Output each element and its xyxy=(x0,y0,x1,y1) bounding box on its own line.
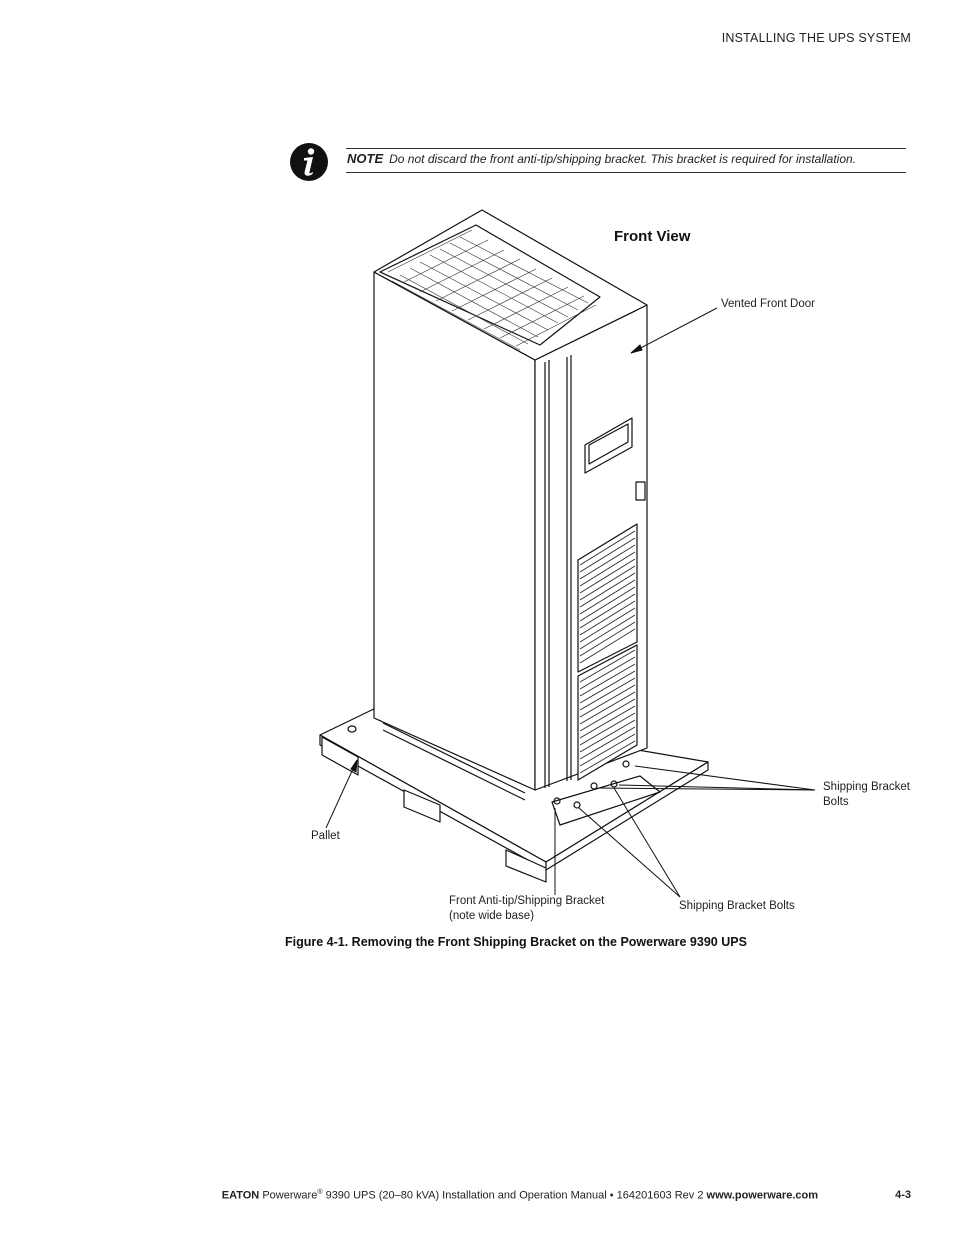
note: NOTE Do not discard the front anti-tip/sh… xyxy=(347,151,856,166)
footer-product: Powerware xyxy=(262,1189,318,1202)
callout-pallet: Pallet xyxy=(311,830,340,842)
callout-vented-front-door: Vented Front Door xyxy=(721,298,815,310)
callout-line: Bolts xyxy=(823,796,849,808)
figure-view-title: Front View xyxy=(614,228,691,245)
callout-front-bracket: Front Anti-tip/Shipping Bracket (note wi… xyxy=(449,894,604,924)
note-rule-bottom xyxy=(346,172,906,173)
note-label: NOTE xyxy=(347,151,384,166)
callout-line: Shipping Bracket xyxy=(823,781,910,793)
info-icon xyxy=(290,143,328,181)
footer-manual: 9390 UPS (20–80 kVA) Installation and Op… xyxy=(322,1189,707,1202)
footer-brand: EATON xyxy=(221,1189,260,1202)
figure-caption: Figure 4-1. Removing the Front Shipping … xyxy=(285,935,747,949)
note-text: Do not discard the front anti-tip/shippi… xyxy=(389,152,857,166)
ups-cabinet-illustration xyxy=(319,209,816,898)
running-header: INSTALLING THE UPS SYSTEM xyxy=(721,31,911,45)
callout-shipping-bracket-bolts-bottom: Shipping Bracket Bolts xyxy=(679,900,795,912)
page-number: 4-3 xyxy=(895,1189,911,1201)
callout-line: Front Anti-tip/Shipping Bracket xyxy=(449,895,605,907)
callout-shipping-bracket-bolts-right: Shipping Bracket Bolts xyxy=(823,780,910,810)
callout-line: (note wide base) xyxy=(449,910,535,922)
note-rule-top xyxy=(346,148,906,149)
footer-url: www.powerware.com xyxy=(706,1189,818,1202)
footer-reg: ® xyxy=(317,1189,323,1196)
footer-citation: EATON Powerware® 9390 UPS (20–80 kVA) In… xyxy=(222,1189,818,1202)
